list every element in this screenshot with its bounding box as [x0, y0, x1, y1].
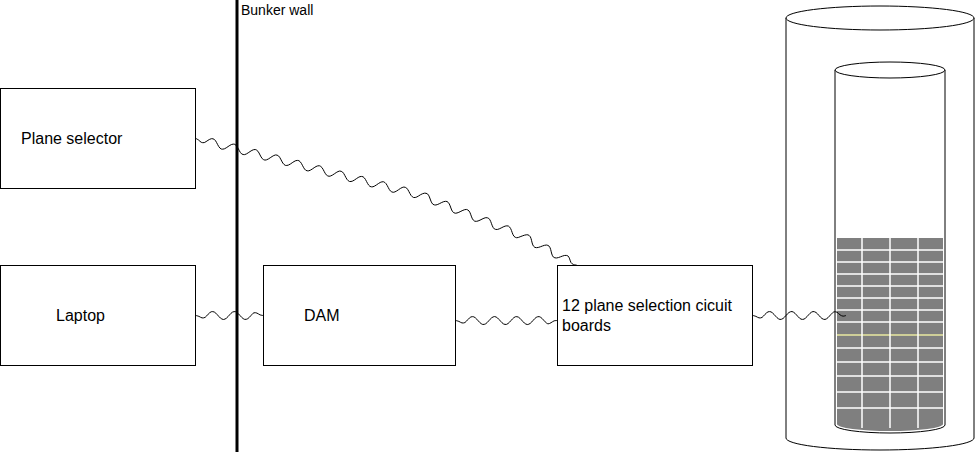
- box-label: Plane selector: [21, 129, 122, 148]
- box-label: 12 plane selection cicuit boards: [562, 296, 746, 334]
- process-box: Plane selector: [0, 88, 196, 189]
- wall-label: Bunker wall: [241, 2, 313, 18]
- cable: [456, 317, 557, 325]
- detector-wire: [753, 312, 846, 320]
- outer-cylinder: [786, 6, 974, 450]
- inner-cylinder: [835, 62, 945, 433]
- cable: [196, 139, 577, 266]
- box-label: Laptop: [56, 306, 105, 325]
- detector-planes: [837, 238, 943, 431]
- process-box: Laptop: [0, 265, 196, 366]
- bunker-wall: [236, 0, 239, 452]
- process-box: 12 plane selection cicuit boards: [557, 265, 753, 366]
- plane-grid: [837, 238, 943, 428]
- process-box: DAM: [263, 265, 456, 366]
- box-label: DAM: [304, 306, 340, 325]
- cable: [196, 312, 263, 320]
